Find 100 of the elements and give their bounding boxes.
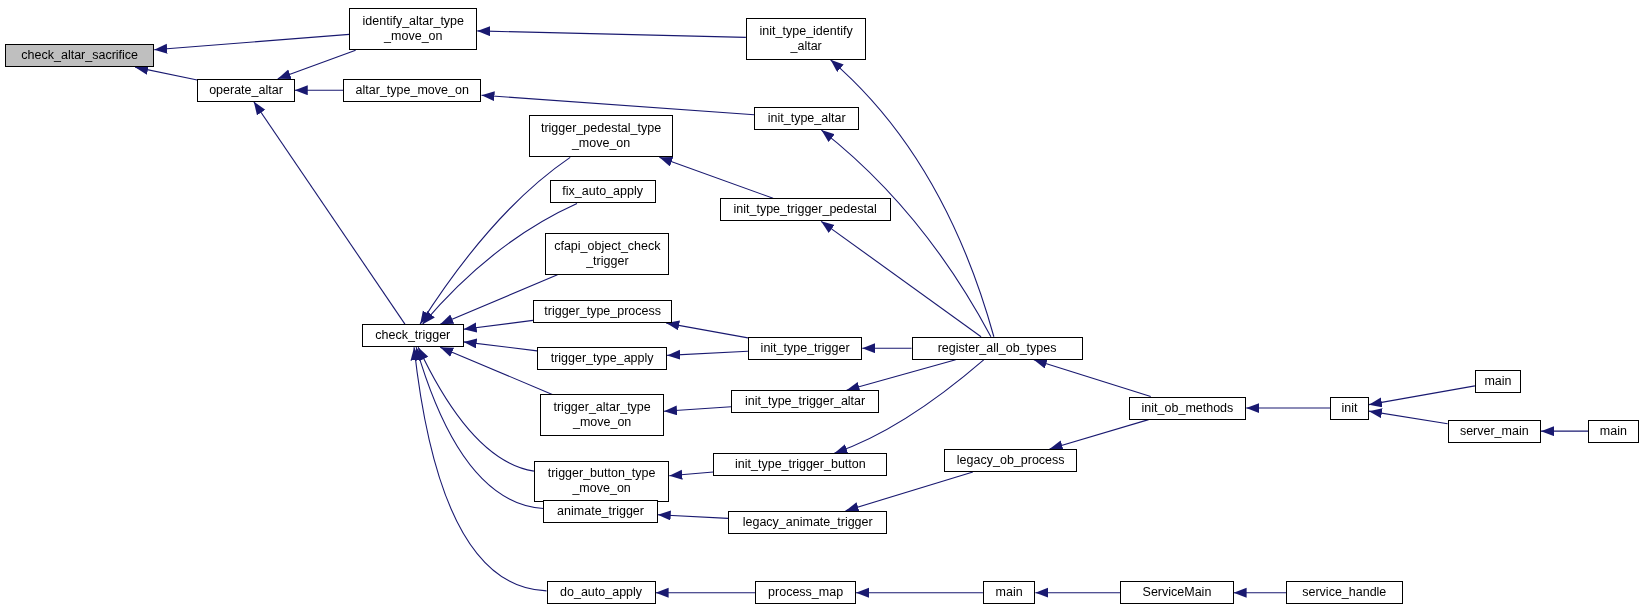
call-arrow xyxy=(277,49,357,80)
call-arrow xyxy=(820,129,992,338)
function-name: main xyxy=(1484,374,1512,390)
call-arrow xyxy=(1034,587,1121,598)
function-name: service_handle xyxy=(1302,585,1387,601)
function-box xyxy=(349,8,478,51)
function-name: init_type_trigger xyxy=(760,340,850,356)
function-name: init_ob_methods xyxy=(1141,400,1234,416)
function-name: trigger_pedestal_type _move_on xyxy=(539,121,663,152)
call-arrow xyxy=(463,319,534,333)
function-box xyxy=(532,300,673,324)
function-name: trigger_type_apply xyxy=(550,351,654,367)
call-arrow xyxy=(415,346,544,509)
function-name: main xyxy=(1599,423,1627,439)
call-arrow xyxy=(845,471,974,512)
function-name: animate_trigger xyxy=(557,504,644,520)
function-name: trigger_altar_type _move_on xyxy=(552,400,652,431)
call-arrow xyxy=(480,91,755,116)
function-box xyxy=(540,394,664,437)
function-box xyxy=(1447,419,1541,443)
call-arrow xyxy=(422,202,578,325)
call-arrow xyxy=(419,156,571,325)
function-box xyxy=(343,78,482,102)
function-name: init xyxy=(1341,400,1358,416)
call-arrow xyxy=(410,346,548,592)
function-name: ServiceMain xyxy=(1142,585,1212,601)
function-name: server_main xyxy=(1459,423,1529,439)
function-box xyxy=(745,17,867,60)
function-name: cfapi_object_check _trigger xyxy=(553,238,662,269)
function-box xyxy=(755,581,856,605)
function-name: init_type_identify _altar xyxy=(758,23,854,54)
function-box xyxy=(731,390,880,414)
function-name: trigger_type_process xyxy=(544,304,661,320)
call-arrow xyxy=(153,33,350,54)
call-arrow xyxy=(439,274,559,325)
function-box xyxy=(549,180,656,204)
function-name: fix_auto_apply xyxy=(562,184,643,200)
call-arrow xyxy=(439,346,553,395)
function-name: do_auto_apply xyxy=(560,585,643,601)
function-box xyxy=(713,453,888,477)
function-box xyxy=(1286,581,1403,605)
call-arrow xyxy=(1245,403,1331,414)
function-box xyxy=(546,581,656,605)
function-box xyxy=(537,347,668,371)
function-name: altar_type_move_on xyxy=(355,82,469,98)
function-box xyxy=(1120,581,1234,605)
function-box xyxy=(533,460,670,503)
function-name: identify_altar_type _move_on xyxy=(361,14,465,45)
call-arrow xyxy=(1033,358,1152,398)
function-box xyxy=(944,448,1078,473)
function-name: trigger_button_type _move_on xyxy=(546,466,657,497)
function-box xyxy=(1330,396,1369,420)
function-box xyxy=(1588,419,1639,443)
call-arrow xyxy=(855,587,984,598)
call-arrow xyxy=(663,405,732,416)
call-arrow xyxy=(820,220,982,338)
call-arrow xyxy=(830,59,995,338)
function-name: init_type_altar xyxy=(767,111,846,126)
function-name: legacy_animate_trigger xyxy=(742,514,873,530)
call-arrow xyxy=(655,587,756,598)
call-arrow xyxy=(1368,408,1449,425)
function-box xyxy=(911,336,1083,360)
call-arrow xyxy=(668,469,714,480)
call-arrow xyxy=(861,343,913,354)
function-name: check_trigger xyxy=(375,328,451,344)
function-box xyxy=(728,510,888,534)
function-name: legacy_ob_process xyxy=(956,453,1065,468)
call-arrow xyxy=(463,338,538,352)
function-name: init_type_trigger_button xyxy=(735,457,866,473)
call-arrow xyxy=(253,101,406,325)
call-arrow xyxy=(1540,426,1589,437)
function-name: register_all_ob_types xyxy=(937,340,1057,356)
function-name: init_type_trigger_pedestal xyxy=(733,202,877,218)
function-box xyxy=(543,500,658,524)
function-box xyxy=(5,44,155,68)
function-box xyxy=(982,581,1036,605)
call-arrow xyxy=(833,359,985,454)
function-box xyxy=(719,198,891,222)
function-box xyxy=(1474,370,1522,394)
function-box xyxy=(528,115,674,158)
call-arrow xyxy=(294,85,344,96)
call-arrow xyxy=(665,320,749,339)
call-arrow xyxy=(476,26,747,38)
call-arrow xyxy=(657,510,729,521)
call-arrow xyxy=(658,156,774,199)
function-box xyxy=(1128,396,1247,420)
function-box xyxy=(361,324,464,348)
function-name: check_altar_sacrifice xyxy=(21,48,139,64)
function-box xyxy=(197,78,295,102)
function-box xyxy=(545,232,670,275)
call-arrow xyxy=(417,346,535,472)
function-box xyxy=(754,107,860,131)
function-name: main xyxy=(995,585,1023,601)
call-arrow xyxy=(1368,385,1476,408)
function-name: init_type_trigger_altar xyxy=(745,394,866,410)
call-arrow xyxy=(1233,587,1287,598)
function-name: process_map xyxy=(768,585,844,601)
call-arrow xyxy=(666,349,749,360)
function-box xyxy=(747,336,863,360)
function-name: operate_altar xyxy=(209,82,283,98)
